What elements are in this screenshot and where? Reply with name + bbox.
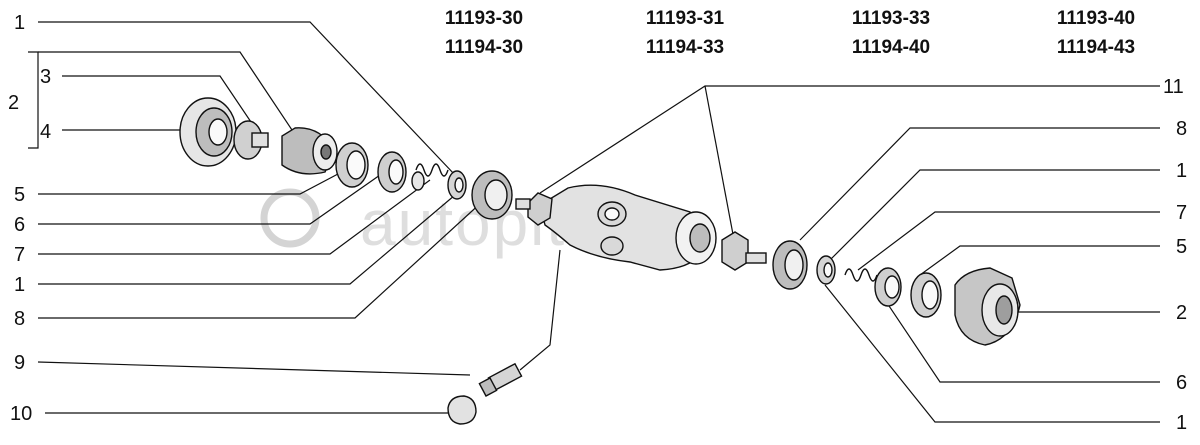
callout-right-11: 11 — [1163, 76, 1184, 98]
fitting-right — [721, 231, 767, 271]
model-code-3-bottom: 11194-40 — [852, 37, 930, 58]
callout-left-1b: 1 — [14, 274, 25, 296]
model-code-4-bottom: 11194-43 — [1057, 37, 1135, 58]
piston-left — [281, 127, 338, 175]
piston-right — [954, 267, 1021, 346]
callout-left-6: 6 — [14, 214, 25, 236]
seal-left — [335, 142, 369, 188]
model-codes: 11193-30 11194-30 11193-31 11194-33 1119… — [445, 8, 1135, 58]
callout-right-1b: 1 — [1176, 412, 1187, 434]
callout-left-3: 3 — [40, 66, 51, 88]
bleeder-cap — [447, 395, 477, 425]
piston-end-left — [233, 120, 269, 160]
callout-right-5: 5 — [1176, 236, 1187, 258]
cup-left — [377, 151, 407, 193]
callout-left-4: 4 — [40, 121, 51, 143]
callouts-right: 11 8 1 7 5 2 6 1 — [1163, 76, 1187, 434]
spring-left — [411, 163, 449, 191]
callout-left-10: 10 — [10, 403, 32, 425]
callout-right-2: 2 — [1176, 302, 1187, 324]
callout-left-5: 5 — [14, 184, 25, 206]
ring-right — [772, 240, 808, 290]
leader-lines-left — [28, 21, 561, 414]
model-code-1-bottom: 11194-30 — [445, 37, 523, 58]
callout-left-7: 7 — [14, 244, 25, 266]
model-code-1-top: 11193-30 — [445, 8, 523, 29]
model-code-2-bottom: 11194-33 — [646, 37, 724, 58]
callout-left-8: 8 — [14, 308, 25, 330]
model-code-4-top: 11193-40 — [1057, 8, 1135, 29]
parts-left — [179, 97, 513, 220]
cup-right — [874, 267, 902, 307]
callout-right-6: 6 — [1176, 372, 1187, 394]
callout-left-9: 9 — [14, 352, 25, 374]
model-code-3-top: 11193-33 — [852, 8, 930, 29]
callout-left-2: 2 — [8, 92, 19, 114]
callout-right-7: 7 — [1176, 202, 1187, 224]
callouts-left: 1 2 3 4 5 6 7 1 8 9 10 — [8, 12, 51, 425]
parts-right — [721, 231, 1021, 346]
washer-left — [447, 170, 467, 200]
dust-boot-left — [179, 97, 237, 167]
spring-right — [844, 268, 878, 282]
model-code-2-top: 11193-31 — [646, 8, 725, 29]
callout-left-1: 1 — [14, 12, 25, 34]
washer-right — [816, 255, 836, 285]
cylinder-body — [515, 184, 717, 271]
ring-left — [471, 170, 513, 220]
bleeder-screw — [478, 362, 523, 397]
leader-lines-right — [539, 85, 1160, 423]
seal-right — [910, 272, 942, 318]
callout-right-1: 1 — [1176, 160, 1187, 182]
callout-right-8: 8 — [1176, 118, 1187, 140]
